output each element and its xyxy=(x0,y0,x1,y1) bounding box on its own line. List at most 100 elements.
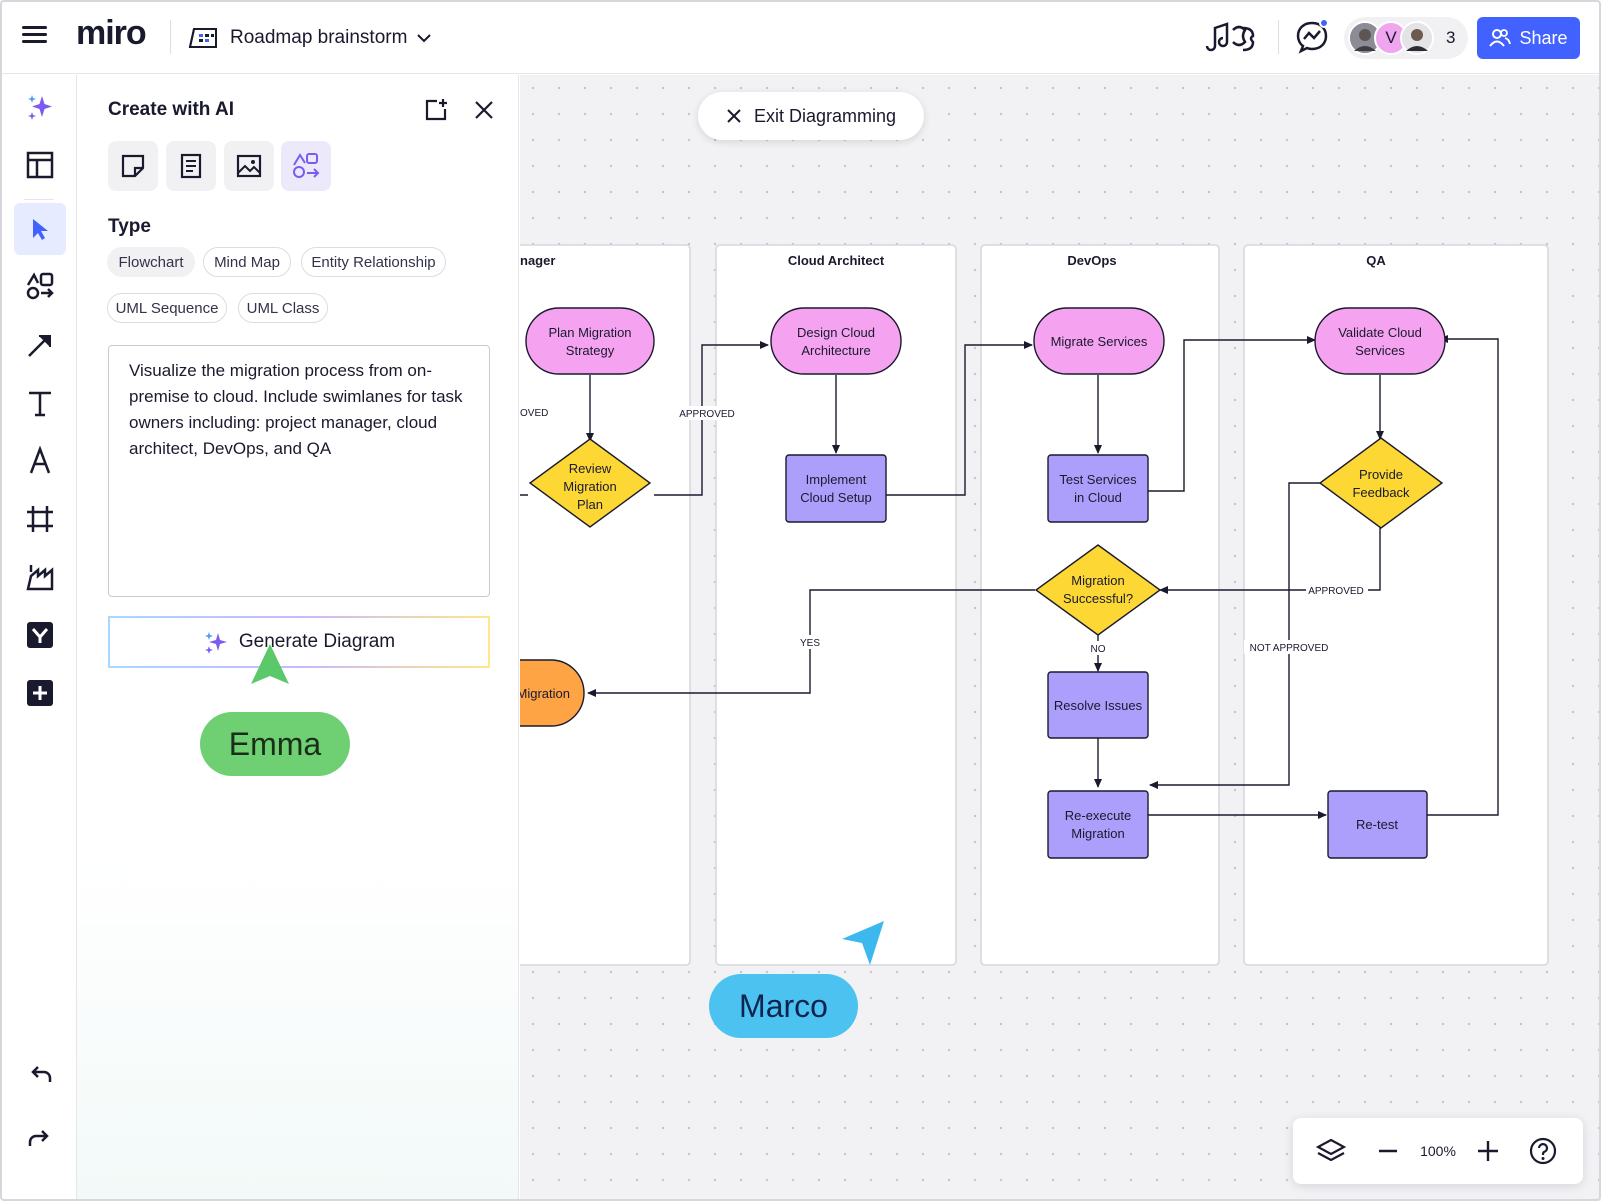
divider xyxy=(1278,20,1279,54)
share-label: Share xyxy=(1519,27,1568,48)
chip-entity-relationship[interactable]: Entity Relationship xyxy=(301,247,446,277)
chart-icon[interactable] xyxy=(14,551,66,603)
node-design-cloud-architecture[interactable] xyxy=(770,307,902,375)
edge-label-bg xyxy=(1244,640,1326,654)
board-title: Roadmap brainstorm xyxy=(230,27,408,48)
app-icon[interactable] xyxy=(14,609,66,661)
node-label: Successful? xyxy=(1063,591,1133,606)
sticky-note-icon[interactable] xyxy=(108,141,158,191)
undo-icon[interactable] xyxy=(14,1051,66,1103)
lane-title-devops: DevOps xyxy=(1067,253,1116,268)
node-re-execute-migration[interactable] xyxy=(1047,790,1149,859)
swimlane-cloud-architect[interactable] xyxy=(715,244,957,966)
edge-label-bg xyxy=(1086,641,1110,655)
node-label: Services xyxy=(1355,343,1405,358)
lane-title-qa: QA xyxy=(1366,253,1386,268)
node-label: Re-execute xyxy=(1065,808,1131,823)
music-icon[interactable] xyxy=(1203,20,1259,59)
node-validate-cloud-services[interactable] xyxy=(1314,307,1446,375)
select-icon[interactable] xyxy=(14,203,66,255)
menu-icon[interactable] xyxy=(22,22,50,50)
node-label: Migration xyxy=(520,686,570,701)
redo-icon[interactable] xyxy=(14,1115,66,1167)
node-migration[interactable] xyxy=(520,659,585,727)
node-label: Implement xyxy=(806,472,867,487)
exit-diagramming-label: Exit Diagramming xyxy=(753,105,897,126)
edge-label-approved: APPROVED xyxy=(1308,586,1364,597)
node-label: Architecture xyxy=(801,343,870,358)
node-label: Cloud Setup xyxy=(800,490,872,505)
node-label: Migration xyxy=(1071,826,1124,841)
chip-mind-map[interactable]: Mind Map xyxy=(203,247,291,277)
node-implement-cloud-setup[interactable] xyxy=(785,454,887,523)
generate-diagram-button[interactable]: Generate Diagram xyxy=(108,616,490,668)
top-bar: miro Roadmap brainstorm V 3 Share xyxy=(0,0,1601,74)
collaborators[interactable]: V 3 xyxy=(1344,17,1468,59)
type-label: Type xyxy=(108,216,151,237)
edge-label-no: NO xyxy=(1091,644,1106,655)
edge-label-not-approved: NOT APPROVED xyxy=(1250,643,1329,654)
zoom-in-icon[interactable] xyxy=(1473,1131,1503,1171)
zoom-out-icon[interactable] xyxy=(1373,1131,1403,1171)
chevron-down-icon xyxy=(417,34,432,43)
connector-icon[interactable] xyxy=(14,319,66,371)
node-test-services-in-cloud[interactable] xyxy=(1047,454,1149,523)
collaboration-icon[interactable] xyxy=(1295,18,1329,59)
diagram-icon[interactable] xyxy=(281,141,331,191)
node-label: Validate Cloud xyxy=(1338,325,1422,340)
node-label: Strategy xyxy=(566,343,615,358)
swimlane-project-manager[interactable] xyxy=(520,244,691,966)
node-label: Test Services xyxy=(1059,472,1137,487)
node-label: Plan xyxy=(577,497,603,512)
swimlane-diagram: nager Cloud Architect DevOps QA OVED APP… xyxy=(520,244,1549,966)
node-provide-feedback[interactable] xyxy=(1318,437,1444,529)
collaborator-count: 3 xyxy=(1446,28,1456,47)
node-migration-successful[interactable] xyxy=(1034,544,1162,636)
node-label: Resolve Issues xyxy=(1054,698,1143,713)
frame-icon[interactable] xyxy=(14,493,66,545)
node-label: Migration xyxy=(563,479,616,494)
document-icon[interactable] xyxy=(166,141,216,191)
emma-name-tag: Emma xyxy=(200,712,350,776)
connectors xyxy=(520,335,1499,819)
board-title-button[interactable]: Roadmap brainstorm xyxy=(188,20,432,56)
node-plan-migration-strategy[interactable] xyxy=(525,307,655,375)
exit-diagramming-button[interactable]: Exit Diagramming xyxy=(698,92,924,140)
divider xyxy=(170,20,171,54)
node-label: Feedback xyxy=(1352,485,1410,500)
left-toolbar xyxy=(0,75,77,1201)
chip-flowchart[interactable]: Flowchart xyxy=(107,247,195,277)
prompt-input[interactable]: Visualize the migration process from on-… xyxy=(108,345,490,597)
help-icon[interactable] xyxy=(1525,1131,1561,1171)
node-label: Plan Migration xyxy=(548,325,631,340)
chip-uml-class[interactable]: UML Class xyxy=(238,293,328,323)
edge-label-bg xyxy=(520,405,554,419)
node-re-test[interactable] xyxy=(1327,790,1428,859)
font-icon[interactable] xyxy=(14,435,66,487)
text-icon[interactable] xyxy=(14,377,66,429)
node-migrate-services[interactable] xyxy=(1033,307,1165,375)
close-icon[interactable] xyxy=(469,95,499,125)
new-board-icon[interactable] xyxy=(421,95,451,125)
add-icon[interactable] xyxy=(14,667,66,719)
node-review-migration-plan[interactable] xyxy=(528,438,652,528)
edge-label-bg xyxy=(1306,583,1368,597)
ai-sparkle-icon[interactable] xyxy=(14,81,66,133)
templates-icon[interactable] xyxy=(14,139,66,191)
node-label: Provide xyxy=(1359,467,1403,482)
zoom-level[interactable]: 100% xyxy=(1420,1143,1456,1159)
swimlane-qa[interactable] xyxy=(1243,244,1549,966)
share-button[interactable]: Share xyxy=(1477,17,1580,59)
layers-icon[interactable] xyxy=(1313,1131,1349,1171)
sparkle-icon xyxy=(204,632,227,654)
board-canvas[interactable]: Exit Diagramming nager Cloud Architect D… xyxy=(520,75,1601,1201)
chip-uml-sequence[interactable]: UML Sequence xyxy=(107,293,227,323)
emma-cursor-icon xyxy=(251,644,289,684)
image-icon[interactable] xyxy=(224,141,274,191)
users-icon xyxy=(1489,29,1512,47)
edge-label-bg xyxy=(678,406,736,420)
shapes-icon[interactable] xyxy=(14,261,66,313)
miro-logo: miro xyxy=(76,14,147,52)
node-resolve-issues[interactable] xyxy=(1047,671,1149,739)
zoom-controls: 100% xyxy=(1293,1118,1583,1184)
